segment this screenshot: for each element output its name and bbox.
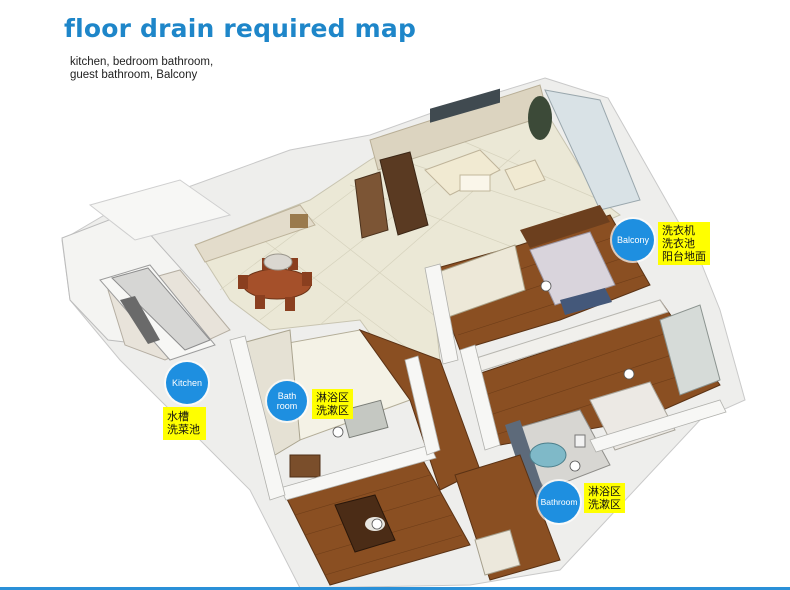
window-curtain: [659, 304, 721, 396]
master-bathroom-marker[interactable]: Bathroom: [538, 481, 580, 523]
balcony-marker[interactable]: Balcony: [612, 219, 654, 261]
interior-walls: [229, 263, 727, 501]
study-desk: [334, 494, 396, 553]
subtitle: kitchen, bedroom bathroom, guest bathroo…: [70, 56, 213, 82]
subtitle-line: kitchen, bedroom bathroom,: [70, 56, 214, 68]
guest-bathroom-marker[interactable]: Bath room: [267, 381, 307, 421]
bookshelf: [560, 288, 612, 315]
balcony-note: 洗衣机 洗衣池 阳台地面: [658, 222, 710, 265]
side-shelf: [354, 171, 389, 239]
note-line: 洗衣机: [662, 224, 695, 237]
living-window: [544, 89, 641, 211]
note-line: 洗漱区: [316, 404, 349, 417]
vanity-cabinet: [289, 454, 321, 478]
sofa: [424, 149, 501, 196]
chandelier: [263, 253, 293, 271]
note-line: 阳台地面: [662, 250, 706, 263]
kitchen-cabinet-dark: [120, 296, 160, 344]
subtitle-line: guest bathroom, Balcony: [70, 69, 198, 81]
wall-art-small: [290, 214, 308, 228]
master-bath-wall: [505, 420, 545, 500]
bed-headboard: [520, 205, 610, 248]
hall-cabinet: [474, 529, 521, 576]
note-line: 洗菜池: [167, 423, 200, 436]
armchair: [504, 159, 546, 191]
tv-cabinet: [379, 151, 429, 236]
coffee-table: [459, 174, 491, 192]
drain-dots: [332, 280, 635, 530]
bathtub: [529, 442, 567, 468]
kitchen-cabinets: [111, 267, 211, 351]
kitchen-note: 水槽 洗菜池: [163, 407, 206, 440]
potted-plant: [528, 96, 552, 140]
note-line: 淋浴区: [316, 391, 349, 404]
marker-label-line: room: [276, 401, 298, 411]
upper-left-wall: [88, 179, 232, 241]
note-line: 淋浴区: [588, 485, 621, 498]
page-title: floor drain required map: [64, 14, 417, 43]
dining-back-wall: [194, 204, 316, 263]
guest-bathroom-note: 淋浴区 洗漱区: [312, 389, 353, 419]
bottom-accent-line: [0, 587, 790, 590]
dining-table: [242, 268, 312, 300]
master-bathroom-note: 淋浴区 洗漱区: [584, 483, 625, 513]
note-line: 洗衣池: [662, 237, 695, 250]
note-line: 水槽: [167, 410, 189, 423]
shower-glass: [341, 399, 389, 439]
toilet: [574, 434, 586, 448]
kitchen-marker[interactable]: Kitchen: [166, 362, 208, 404]
note-line: 洗漱区: [588, 498, 621, 511]
wall-painting: [430, 88, 500, 123]
marker-label-line: Bath: [277, 391, 297, 401]
